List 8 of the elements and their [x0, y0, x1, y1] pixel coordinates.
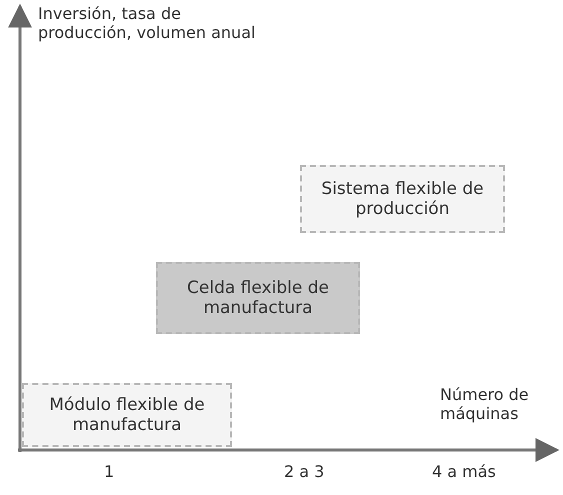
category-box: Sistema flexible de producción: [300, 165, 505, 233]
tick-label: 4 a más: [432, 462, 496, 481]
tick-label: 1: [104, 462, 114, 481]
tick-label: 2 a 3: [284, 462, 324, 481]
axis-label: Inversión, tasa de producción, volumen anual: [38, 4, 256, 42]
axis-label: Número de máquinas: [440, 385, 530, 423]
category-box: Módulo flexible de manufactura: [22, 383, 232, 447]
category-box: Celda flexible de manufactura: [156, 262, 360, 334]
